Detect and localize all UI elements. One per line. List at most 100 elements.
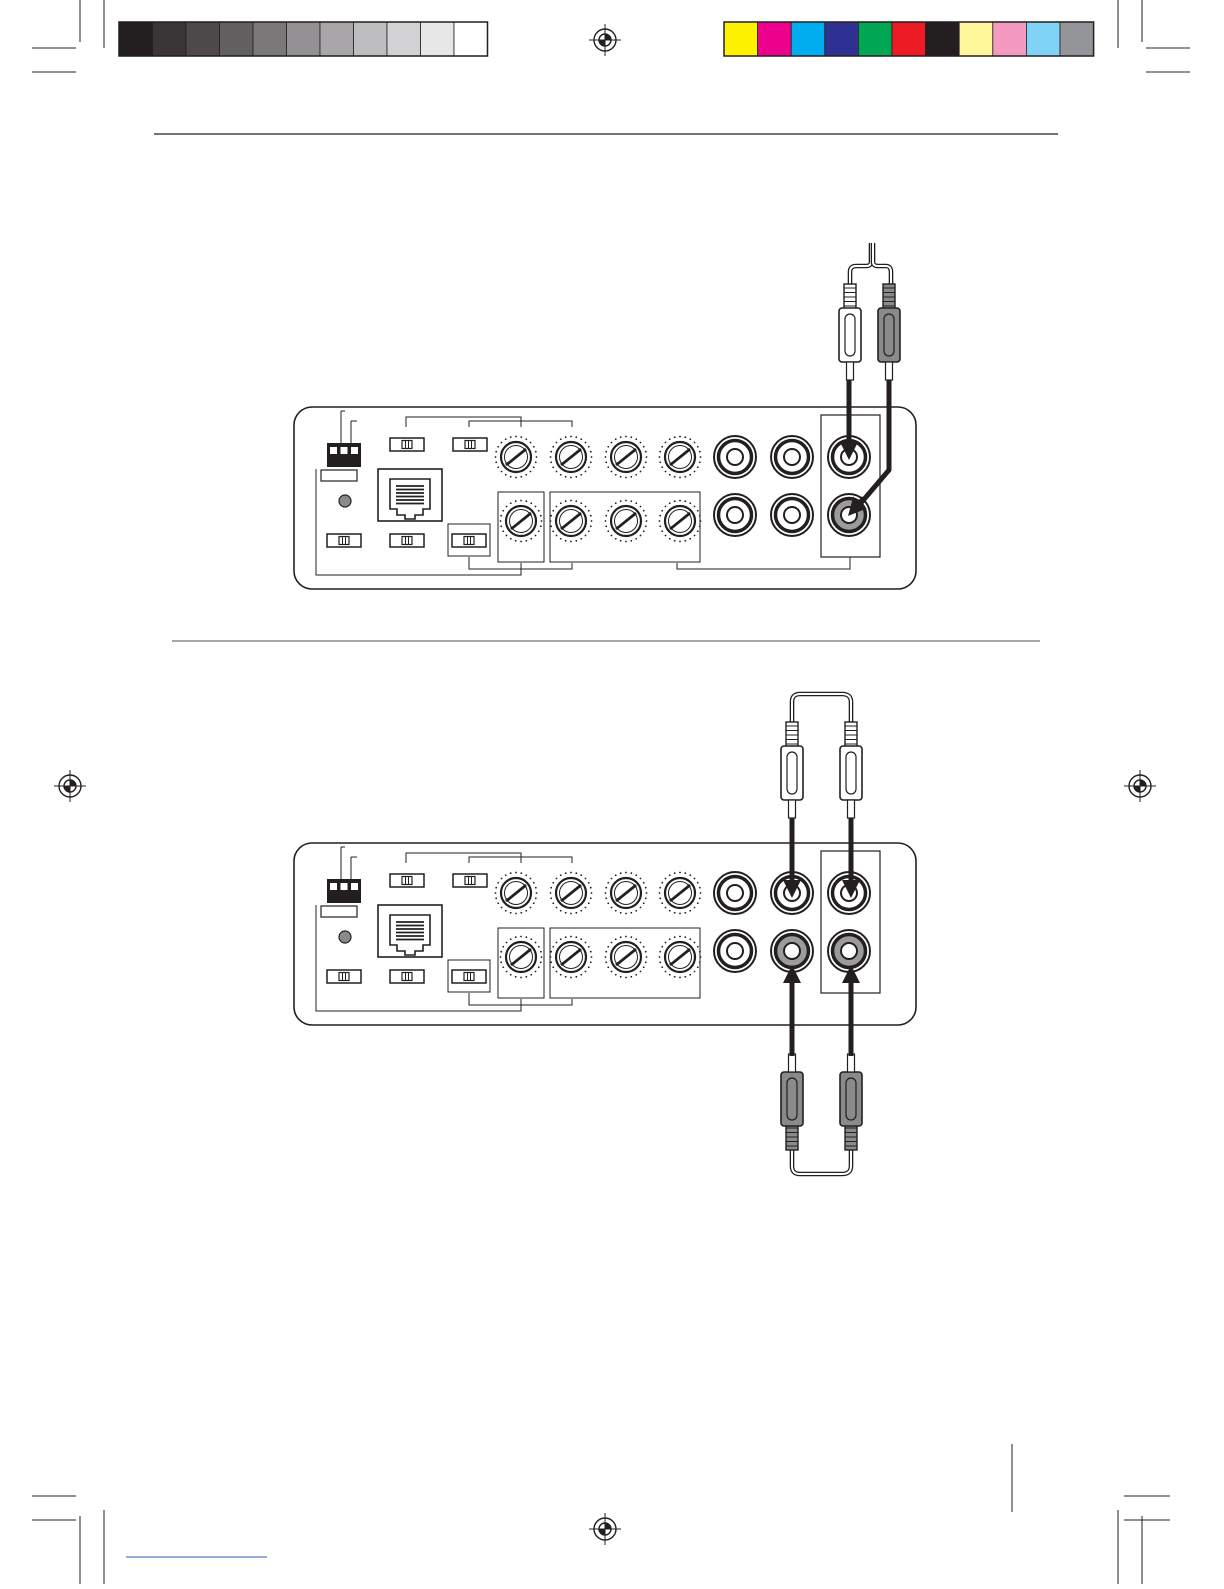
knob-tick [550,515,552,517]
knob-tick [679,477,681,479]
trim-knob-icon [550,936,593,979]
knob-tick [689,910,691,912]
plug-pin [789,800,796,818]
knob-tick [615,538,617,540]
switch-knob [464,537,474,545]
knob-tick [689,438,691,440]
knob-tick [495,897,497,899]
knob-tick [497,466,499,468]
color-swatch [825,22,859,56]
knob-tick [580,910,582,912]
knob-tick [536,456,538,458]
knob-tick [607,882,609,884]
knob-tick [625,477,627,479]
knob-tick [591,456,593,458]
switch-knob [339,973,349,981]
knob-tick [674,872,676,874]
knob-tick [590,461,592,463]
gray-swatch [186,22,220,56]
jack-center [727,885,743,901]
knob-tick [535,942,537,944]
knob-tick [669,474,671,476]
gray-swatch [253,22,287,56]
knob-tick [565,976,567,978]
knob-tick [556,471,558,473]
knob-tick [525,500,527,502]
knob-tick [570,541,572,543]
knob-tick [515,540,517,542]
gray-swatch [287,22,321,56]
knob-tick [585,471,587,473]
knob-tick [643,966,645,968]
led-indicator-icon [339,495,351,507]
knob-tick [611,942,613,944]
knob-tick [506,971,508,973]
cable-wire-outline [792,694,851,722]
knob-tick [640,971,642,973]
rca-plug-white-icon [840,722,862,818]
knob-tick [699,515,701,517]
trim-knob-icon [659,936,702,979]
dip-label-box [321,906,357,917]
knob-tick [550,887,552,889]
knob-tick [630,912,632,914]
knob-tick [697,530,699,532]
trim-knob-icon [495,436,538,479]
knob-tick [659,456,661,458]
knob-tick [552,882,554,884]
dip-lever [351,454,358,463]
rca-jack-gray-icon [828,930,870,972]
knob-tick [497,902,499,904]
knob-tick [552,530,554,532]
knob-tick [615,438,617,440]
knob-tick [556,506,558,508]
knob-tick [588,530,590,532]
plug-body [878,308,900,362]
knob-tick [665,506,667,508]
knob-tick [590,961,592,963]
knob-tick [640,535,642,537]
rca-plug-gray-icon [840,1054,862,1150]
knob-tick [630,540,632,542]
knob-tick [556,878,558,880]
knob-tick [575,476,577,478]
knob-tick [659,515,661,517]
knob-tick [665,942,667,944]
knob-tick [635,438,637,440]
knob-tick [560,474,562,476]
knob-tick [645,961,647,963]
slide-switch-icon [390,534,424,547]
knob-tick [502,510,504,512]
print-registration-marks [32,0,1190,1584]
knob-tick [674,500,676,502]
knob-tick [500,956,502,958]
knob-tick [659,897,661,899]
knob-tick [510,436,512,438]
rj-port-icon [378,469,442,521]
trim-knob-icon [659,436,702,479]
knob-tick [520,912,522,914]
knob-tick [533,882,535,884]
knob-tick [501,907,503,909]
knob-tick [674,936,676,938]
knob-tick [535,535,537,537]
knob-tick [630,872,632,874]
knob-tick [580,974,582,976]
knob-tick [611,535,613,537]
knob-tick [550,461,552,463]
section-dividers [154,134,1058,1512]
knob-tick [661,882,663,884]
knob-tick [700,892,702,894]
knob-tick [505,910,507,912]
dip-lever [351,890,358,899]
knob-tick [684,976,686,978]
jack-center [841,943,857,959]
dip-lever [341,454,348,463]
knob-tick [674,912,676,914]
rj-frame [378,905,442,957]
knob-tick [588,966,590,968]
knob-tick [640,471,642,473]
knob-tick [510,938,512,940]
knob-tick [697,882,699,884]
gray-swatch [119,22,153,56]
